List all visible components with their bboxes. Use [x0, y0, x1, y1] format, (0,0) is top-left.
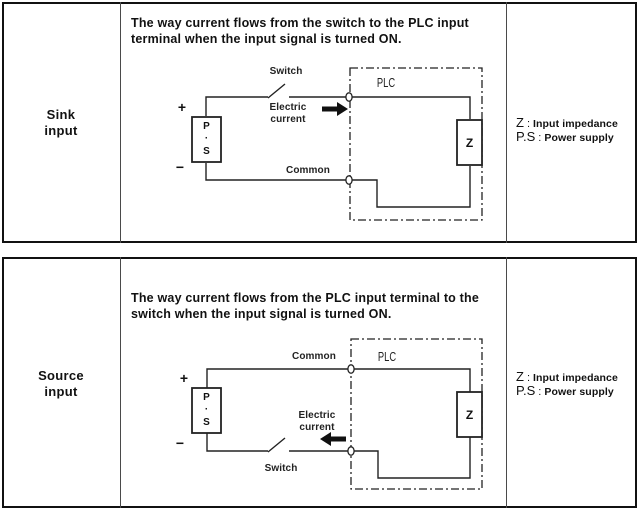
source-column-divider-left: [120, 257, 121, 508]
legend-separator: :: [526, 372, 531, 384]
sink-description: The way current flows from the switch to…: [131, 16, 469, 46]
legend-z-definition: Input impedance: [533, 118, 618, 130]
plus-sign: +: [177, 99, 187, 115]
source-description: The way current flows from the PLC input…: [131, 291, 480, 321]
switch-label: Switch: [269, 66, 303, 77]
legend-ps-term: P.S: [516, 383, 536, 398]
source-row-label: Source input: [38, 368, 84, 399]
legend-ps-term: P.S: [516, 129, 536, 144]
legend-z-term: Z: [516, 369, 524, 384]
legend-separator: :: [538, 386, 542, 398]
impedance-text: Z: [465, 135, 474, 150]
sink-column-divider-right: [506, 2, 507, 243]
power-supply-text: P · S: [203, 391, 210, 428]
minus-sign: −: [175, 159, 185, 175]
legend-power-supply: P.S:Power supply: [516, 128, 614, 146]
impedance-text: Z: [465, 407, 474, 422]
legend-separator: :: [538, 132, 542, 144]
legend-separator: :: [526, 118, 531, 130]
electric-current-label: Electric current: [269, 102, 307, 125]
sink-column-divider-left: [120, 2, 121, 243]
electric-current-label: Electric current: [298, 410, 336, 433]
minus-sign: −: [175, 435, 185, 451]
legend-ps-definition: Power supply: [544, 132, 614, 144]
legend-z-term: Z: [516, 115, 524, 130]
power-supply-text: P · S: [203, 120, 210, 157]
source-column-divider-right: [506, 257, 507, 508]
legend-ps-definition: Power supply: [544, 386, 614, 398]
legend-impedance: Z:Input impedance: [516, 114, 618, 132]
legend-power-supply: P.S:Power supply: [516, 382, 614, 400]
plus-sign: +: [179, 370, 189, 386]
legend-z-definition: Input impedance: [533, 372, 618, 384]
switch-label: Switch: [264, 463, 298, 474]
common-label: Common: [286, 165, 330, 176]
plc-label: PLC: [377, 349, 397, 364]
plc-label: PLC: [376, 75, 396, 90]
common-label: Common: [292, 351, 336, 362]
legend-impedance: Z:Input impedance: [516, 368, 618, 386]
sink-row-label: Sink input: [44, 107, 78, 138]
